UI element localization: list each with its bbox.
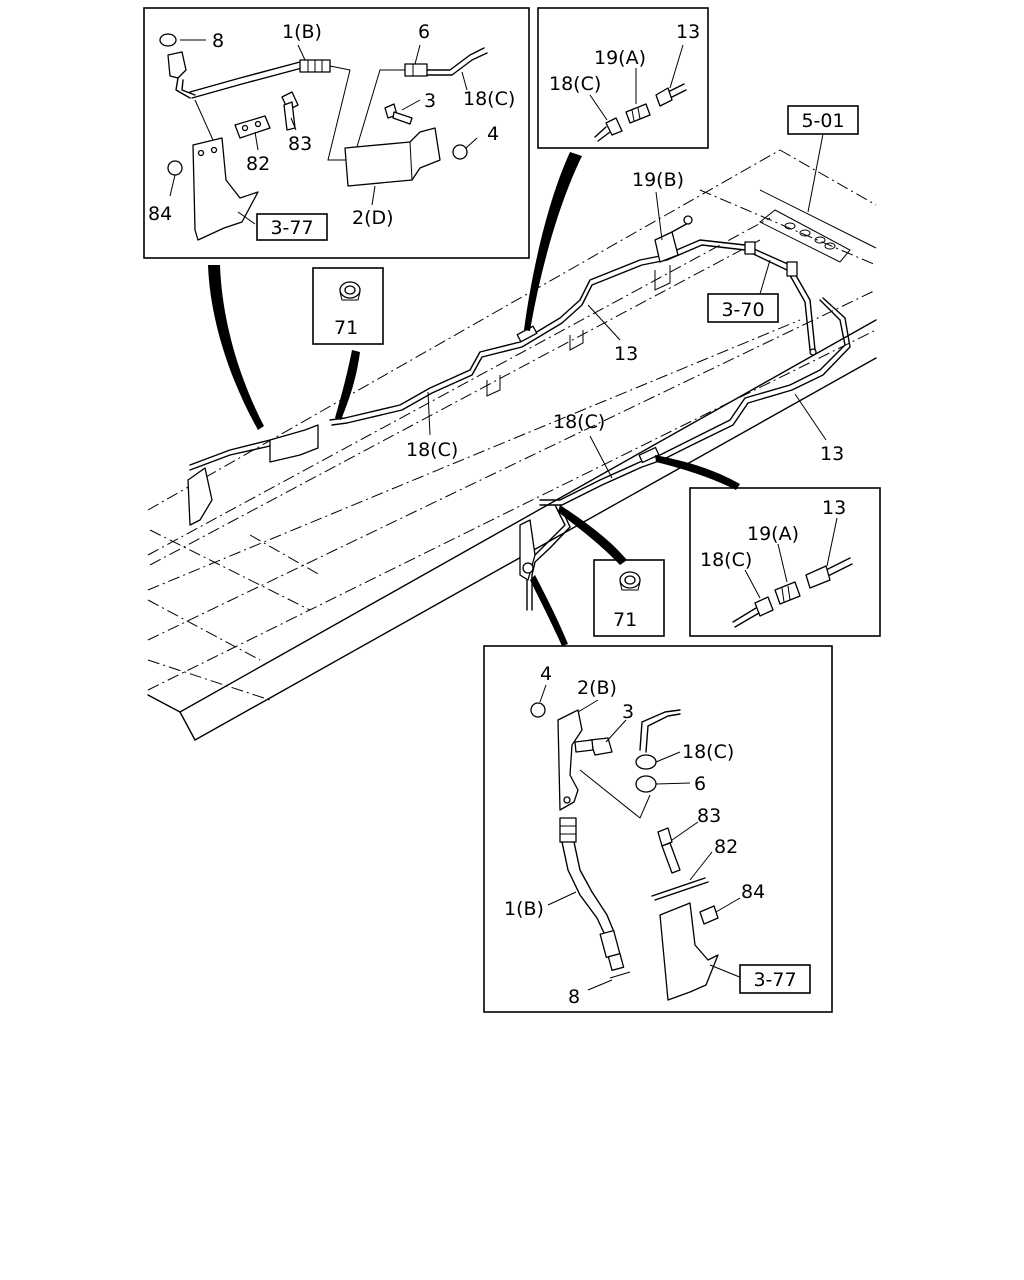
callout-label: 18(C) — [549, 73, 601, 95]
callout-label: 18(C) — [553, 411, 605, 433]
ref-box-frame-mid: 3-70 — [707, 259, 779, 323]
grommet-panel-top — [312, 267, 384, 345]
callout-label: 18(C) — [463, 88, 515, 110]
svg-text:5-01: 5-01 — [801, 110, 844, 132]
callout-label: 6 — [418, 21, 430, 43]
callout-label: 1(B) — [282, 21, 322, 43]
callout-label: 13 — [614, 343, 638, 365]
rear-hose-bracket — [519, 519, 536, 581]
labels-main-view: 19(B) 13 18(C) 18(C) 13 — [406, 169, 844, 479]
callout-label: 71 — [613, 609, 637, 631]
callout-label: 83 — [288, 133, 312, 155]
callout-label: 83 — [697, 805, 721, 827]
labels-panel-bottom: 4 2(B) 3 18(C) 6 83 82 84 1(B) 8 — [504, 663, 765, 1008]
callout-label: 6 — [694, 773, 706, 795]
callout-label: 8 — [568, 986, 580, 1008]
callout-label: 3 — [622, 701, 634, 723]
detail-panel-mid-right — [689, 487, 881, 637]
callout-label: 3 — [424, 90, 436, 112]
callout-label: 84 — [148, 203, 172, 225]
ref-box-frame-top: 5-01 — [787, 105, 859, 213]
callout-label: 8 — [212, 30, 224, 52]
chassis-frame — [147, 149, 877, 741]
callout-label: 1(B) — [504, 898, 544, 920]
svg-text:3-77: 3-77 — [270, 217, 313, 239]
washer-icon — [159, 33, 177, 47]
callout-label: 2(D) — [352, 207, 394, 229]
svg-text:3-77: 3-77 — [753, 969, 796, 991]
detail-panel-top-left — [143, 7, 530, 259]
callout-label: 4 — [487, 123, 499, 145]
callout-label: 19(B) — [632, 169, 684, 191]
callout-label: 18(C) — [406, 439, 458, 461]
left-hose-bracket — [187, 424, 319, 526]
svg-text:3-70: 3-70 — [721, 299, 764, 321]
callout-label: 19(A) — [747, 523, 799, 545]
callout-label: 13 — [676, 21, 700, 43]
detail-panel-top-mid — [537, 7, 709, 149]
labels-panel-mid-right: 13 19(A) 18(C) — [700, 497, 846, 571]
callout-label: 13 — [820, 443, 844, 465]
callout-label: 13 — [822, 497, 846, 519]
callout-label: 19(A) — [594, 47, 646, 69]
labels-panel-top-mid: 13 19(A) 18(C) — [549, 21, 700, 95]
junction-block — [654, 215, 693, 263]
grommet-panel-mid — [593, 559, 665, 637]
callout-label: 71 — [334, 317, 358, 339]
detail-panel-bottom — [483, 645, 833, 1013]
ref-box-top-left: 3-77 — [256, 213, 328, 241]
callout-label: 82 — [714, 836, 738, 858]
ref-box-bottom-right: 3-77 — [739, 964, 811, 994]
callout-label: 82 — [246, 153, 270, 175]
callout-label: 84 — [741, 881, 765, 903]
callout-label: 18(C) — [700, 549, 752, 571]
callout-label: 18(C) — [682, 741, 734, 763]
callout-label: 4 — [540, 663, 552, 685]
labels-panel-top-left: 8 1(B) 6 3 18(C) 4 83 82 84 2(D) — [148, 21, 515, 229]
lower-brake-pipe — [526, 297, 851, 611]
upper-brake-pipe — [329, 239, 817, 426]
callout-label: 2(B) — [577, 677, 617, 699]
